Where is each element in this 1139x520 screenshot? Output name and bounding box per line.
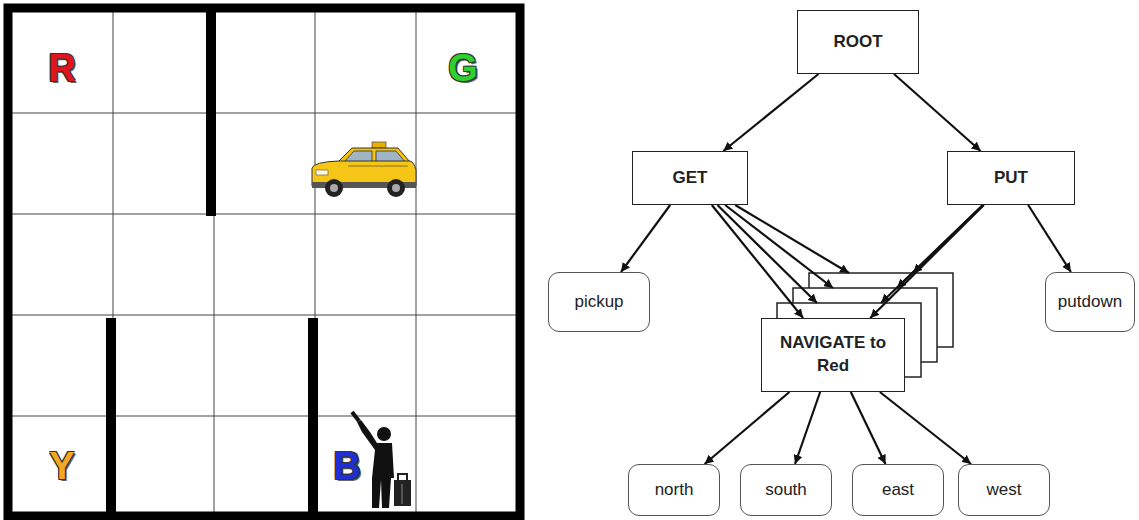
primitive-action: south (740, 464, 832, 516)
node-text: west (987, 479, 1022, 502)
stack-arrow (717, 205, 817, 303)
hierarchy-arrow (705, 392, 790, 464)
node-text: east (882, 479, 914, 502)
primitive-action: pickup (548, 272, 650, 332)
walls (106, 12, 318, 516)
passenger-icon (352, 412, 411, 508)
location-letter: B (333, 447, 360, 485)
primitive-action: west (958, 464, 1050, 516)
taxi-icon (312, 142, 416, 197)
task-box: GET (632, 151, 748, 205)
hierarchy-arrow (1028, 205, 1071, 272)
hierarchy-arrow (621, 205, 670, 272)
grid-lines (12, 12, 516, 516)
node-text: putdown (1058, 291, 1122, 314)
task-box: PUT (947, 151, 1075, 205)
primitive-action: east (852, 464, 944, 516)
hierarchy-arrow (880, 392, 971, 464)
hierarchy-arrow (795, 392, 820, 464)
node-text: pickup (574, 291, 623, 314)
node-text: PUT (994, 167, 1028, 190)
location-letter: R (48, 49, 75, 87)
hierarchy-arrow (723, 74, 818, 151)
node-text: ROOT (833, 31, 882, 54)
task-box: NAVIGATE to Red (761, 318, 905, 392)
stacked-cards (717, 205, 983, 377)
outer-wall (8, 8, 520, 516)
hierarchy-arrow (851, 392, 886, 464)
task-box: ROOT (797, 10, 919, 74)
stack-arrow (725, 205, 833, 288)
node-text: GET (673, 167, 708, 190)
hierarchy-arrow (894, 74, 981, 151)
location-letter: G (448, 49, 478, 87)
primitive-action: putdown (1045, 272, 1135, 332)
node-text: north (655, 479, 694, 502)
location-letter: Y (49, 447, 74, 485)
primitive-action: north (628, 464, 720, 516)
node-text: south (765, 479, 807, 502)
hierarchy-arrow (870, 205, 984, 318)
hierarchy-arrow (712, 205, 803, 318)
node-text: NAVIGATE to Red (771, 332, 895, 378)
